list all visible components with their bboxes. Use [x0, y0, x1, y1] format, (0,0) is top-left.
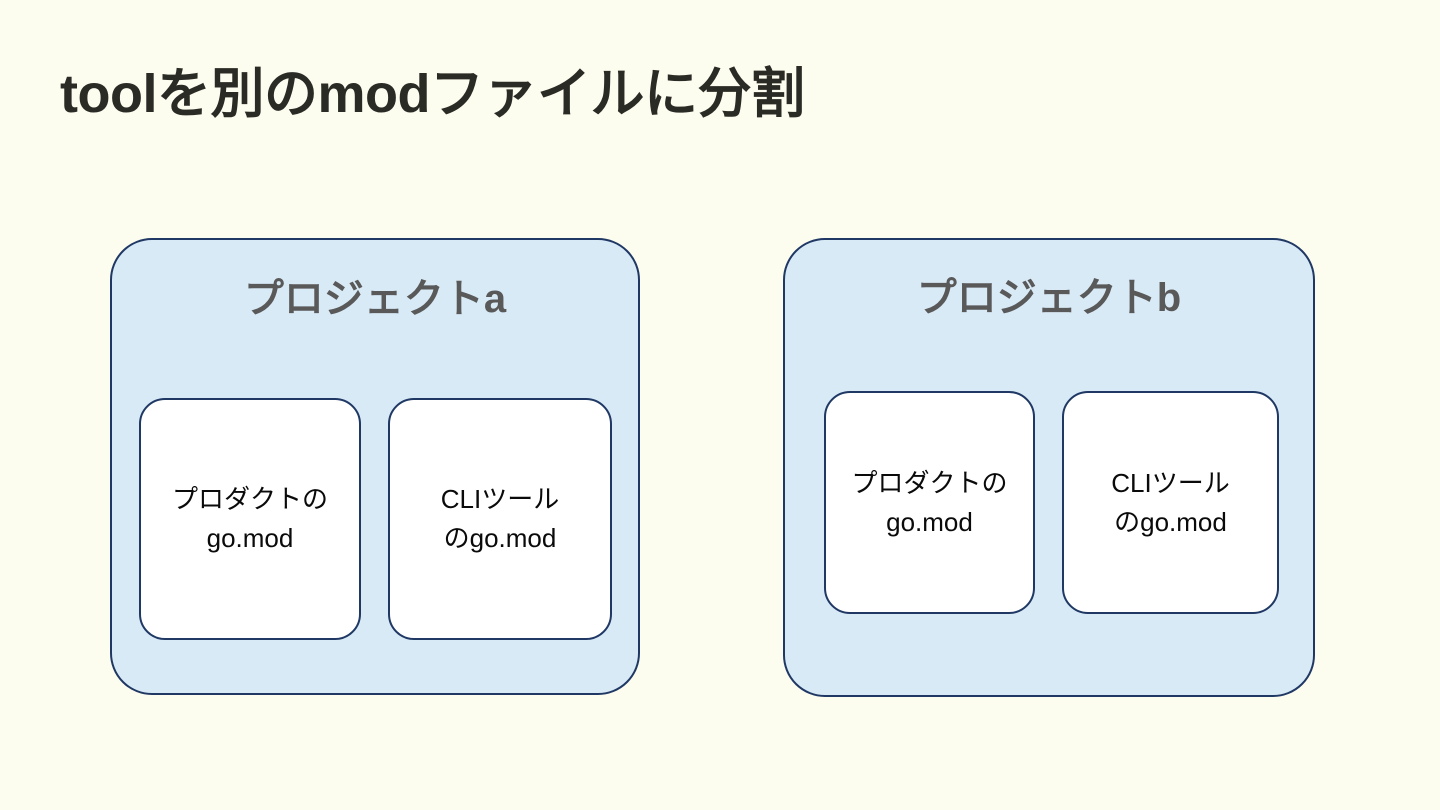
project-b-heading: プロジェクトb [916, 276, 1182, 320]
project-a-heading: プロジェクトa [243, 277, 507, 321]
project-a-card-product-gomod: プロダクトの go.mod [139, 398, 361, 640]
project-container-a: プロジェクトa プロダクトの go.mod CLIツール のgo.mod [110, 238, 640, 695]
project-b-card-cli-gomod-label: CLIツール のgo.mod [1111, 467, 1230, 537]
page-title: toolを別のmodファイルに分割 [60, 64, 805, 124]
project-a-card-cli-gomod-label: CLIツール のgo.mod [440, 484, 560, 553]
project-b-card-cli-gomod: CLIツール のgo.mod [1062, 391, 1279, 614]
project-b-card-product-gomod: プロダクトの go.mod [824, 391, 1035, 614]
project-container-b: プロジェクトb プロダクトの go.mod CLIツール のgo.mod [783, 238, 1315, 697]
project-a-card-product-gomod-label: プロダクトの go.mod [171, 484, 328, 553]
project-a-card-cli-gomod: CLIツール のgo.mod [388, 398, 612, 640]
project-b-card-product-gomod-label: プロダクトの go.mod [851, 467, 1008, 537]
